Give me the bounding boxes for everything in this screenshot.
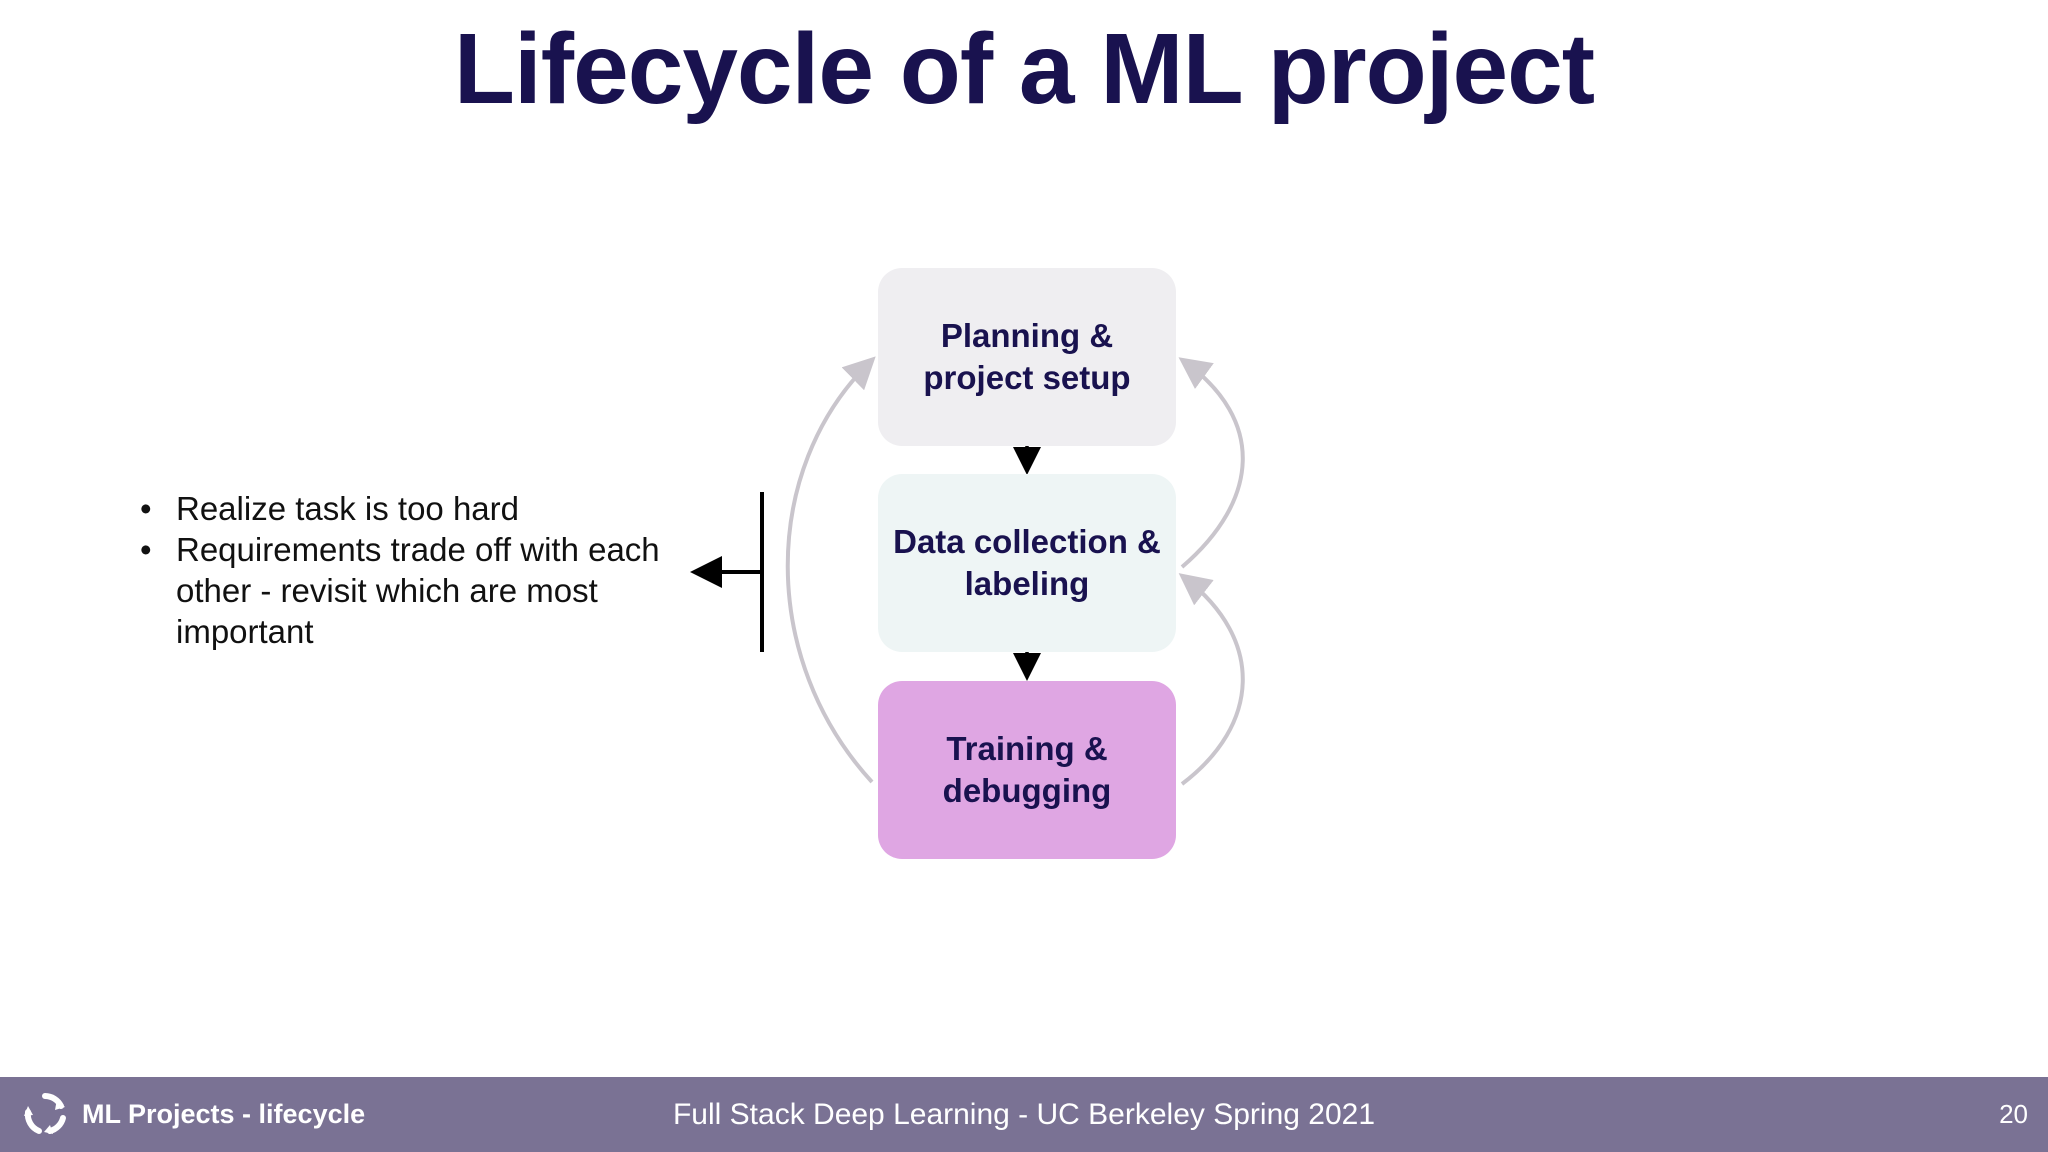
stage-planning: Planning & project setup [878, 268, 1176, 446]
arrow-training-to-data [1178, 573, 1245, 786]
stage-training: Training & debugging [878, 681, 1176, 859]
note-item: Requirements trade off with each other -… [140, 529, 700, 652]
stage-training-label: Training & debugging [942, 730, 1112, 809]
footer-bar: ML Projects - lifecycle Full Stack Deep … [0, 1077, 2048, 1152]
stage-planning-label: Planning & project setup [923, 317, 1131, 396]
page-number: 20 [1999, 1099, 2028, 1129]
stage-data-collection-label: Data collection & labeling [893, 523, 1161, 602]
footer-course-title: Full Stack Deep Learning - UC Berkeley S… [672, 1098, 1376, 1131]
footer-section-title: ML Projects - lifecycle [82, 1099, 366, 1129]
cycle-arrows-icon [24, 1093, 66, 1134]
stage-data-collection: Data collection & labeling [878, 474, 1176, 652]
note-item: Realize task is too hard [140, 488, 700, 529]
arrow-data-to-planning [1178, 357, 1245, 569]
slide-title: Lifecycle of a ML project [453, 13, 1595, 125]
arrow-training-to-planning [785, 356, 876, 784]
notes-list: Realize task is too hard Requirements tr… [140, 488, 700, 652]
diagram-connectors [690, 356, 1245, 786]
